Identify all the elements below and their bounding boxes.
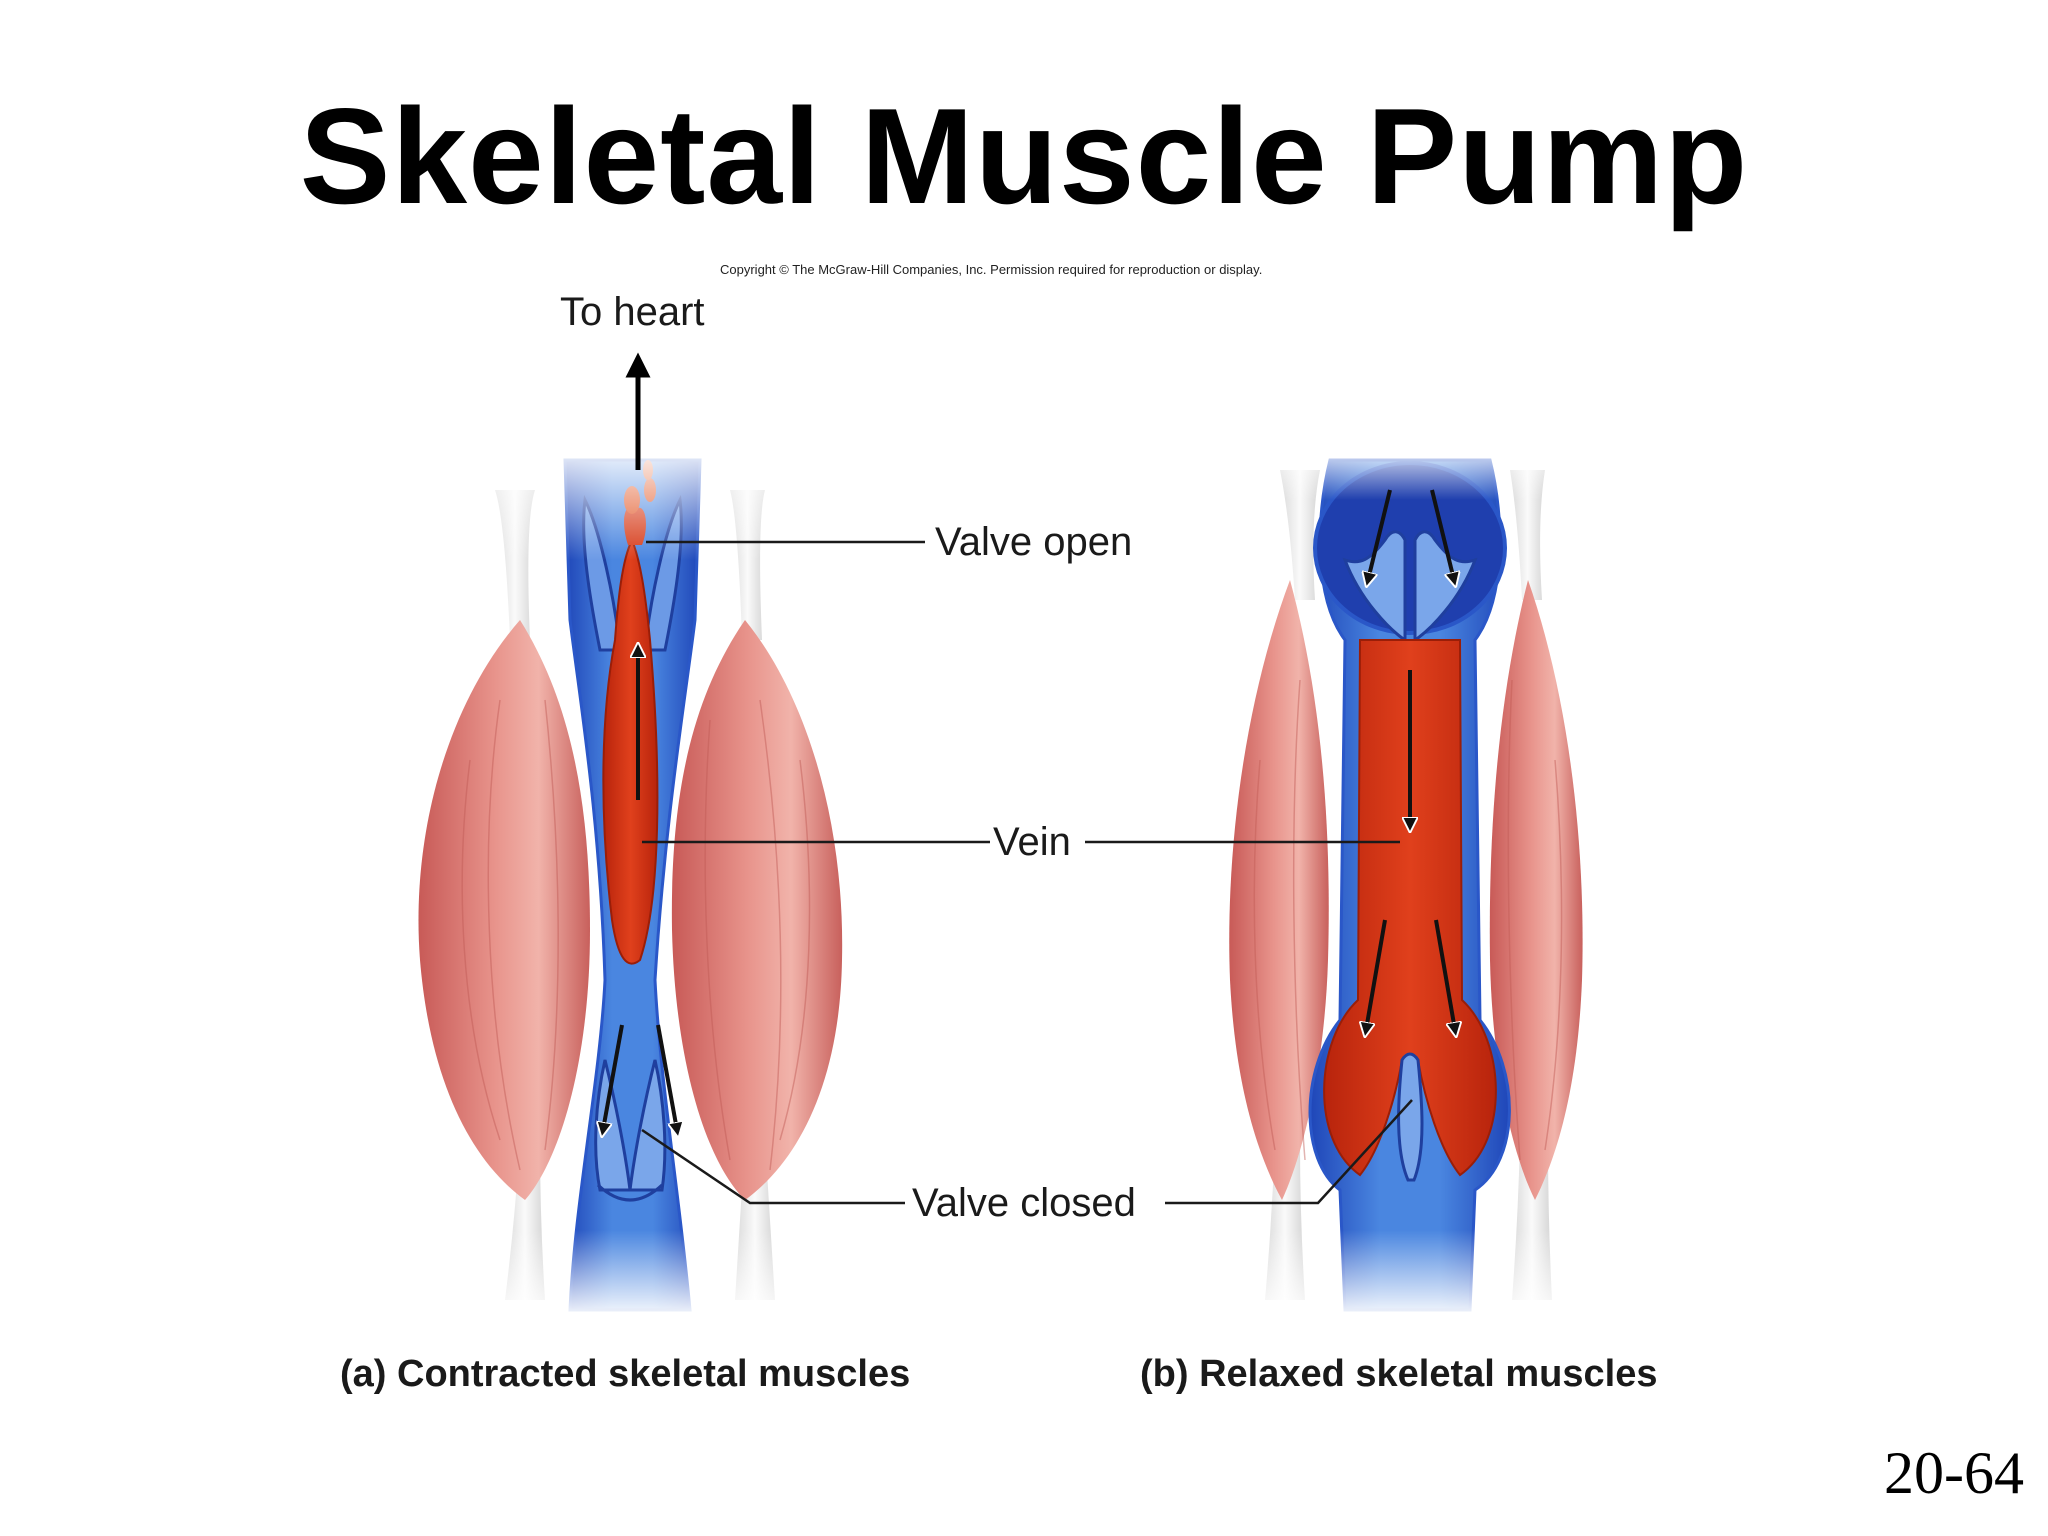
flow-arrow-down-left-lower <box>1366 919 1387 1030</box>
caption-panel-a: (a) Contracted skeletal muscles <box>340 1353 910 1395</box>
flow-arrow-down-right-lower <box>1434 919 1455 1030</box>
slide-number: 20-64 <box>1884 1440 2024 1506</box>
panel-b-relaxed <box>1200 440 1620 1320</box>
flow-arrow-down-right <box>1430 489 1454 580</box>
skeletal-muscle-left <box>418 620 590 1200</box>
leader-lines <box>641 540 1413 1205</box>
flow-arrow-down-right <box>656 1024 677 1130</box>
valve-closed-a <box>594 1059 667 1202</box>
caption-panel-b: (b) Relaxed skeletal muscles <box>1140 1353 1657 1395</box>
copyright-notice: Copyright © The McGraw-Hill Companies, I… <box>720 262 1263 277</box>
label-vein: Vein <box>993 820 1071 864</box>
skeletal-muscle-right <box>1489 580 1583 1200</box>
flow-arrow-down-left <box>1368 489 1392 580</box>
label-valve-open: Valve open <box>935 520 1132 564</box>
label-to-heart: To heart <box>560 290 705 334</box>
skeletal-muscle-right <box>671 620 843 1200</box>
label-valve-closed: Valve closed <box>912 1181 1136 1225</box>
skeletal-muscle-left <box>1229 580 1329 1200</box>
slide-title: Skeletal Muscle Pump <box>299 80 1749 232</box>
valve-closed-b <box>1397 1052 1424 1182</box>
flow-arrow-down-left <box>603 1024 624 1130</box>
panel-a-contracted <box>400 352 860 1320</box>
